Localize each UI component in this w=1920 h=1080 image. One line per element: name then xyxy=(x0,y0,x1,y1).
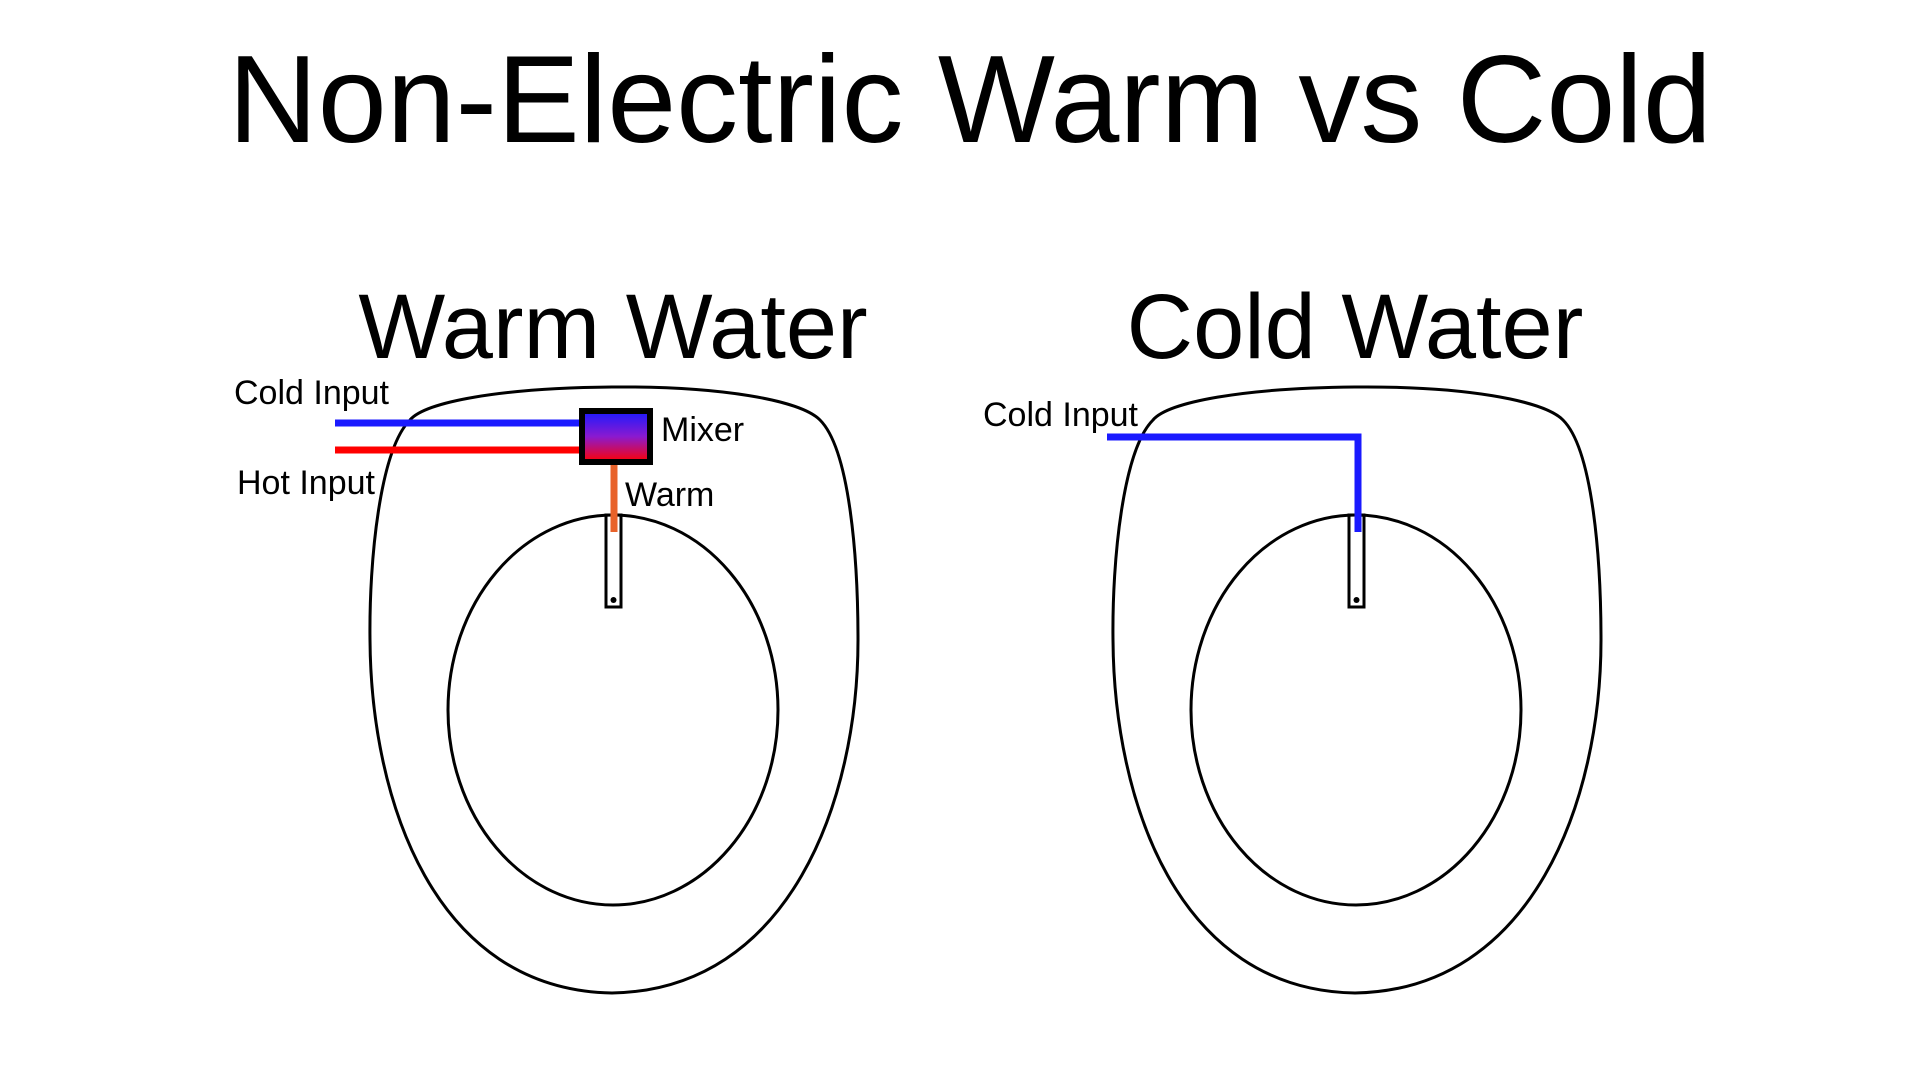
mixer-label: Mixer xyxy=(661,411,744,449)
warm-panel-title: Warm Water xyxy=(358,276,867,378)
cold-panel-title: Cold Water xyxy=(1127,276,1584,378)
warm-hot-input-label: Hot Input xyxy=(237,464,376,502)
warm-cold-input-label: Cold Input xyxy=(234,374,390,412)
cold-seat-opening xyxy=(1189,513,1523,907)
cold-water-panel: Cold Water Cold Input xyxy=(983,276,1603,995)
cold-cold-input-label: Cold Input xyxy=(983,396,1139,434)
warm-nozzle-outlet xyxy=(610,597,617,603)
warm-seat-opening xyxy=(446,513,780,907)
warm-seat-outline xyxy=(368,385,860,995)
warm-water-panel: Warm Water Cold Input Hot Input Mixer Wa… xyxy=(234,276,868,995)
cold-input-pipe xyxy=(1107,433,1362,532)
mixer-box xyxy=(579,408,653,465)
page-title: Non-Electric Warm vs Cold xyxy=(228,31,1712,169)
warm-output-label: Warm xyxy=(625,476,714,514)
cold-nozzle-outlet xyxy=(1353,597,1360,603)
